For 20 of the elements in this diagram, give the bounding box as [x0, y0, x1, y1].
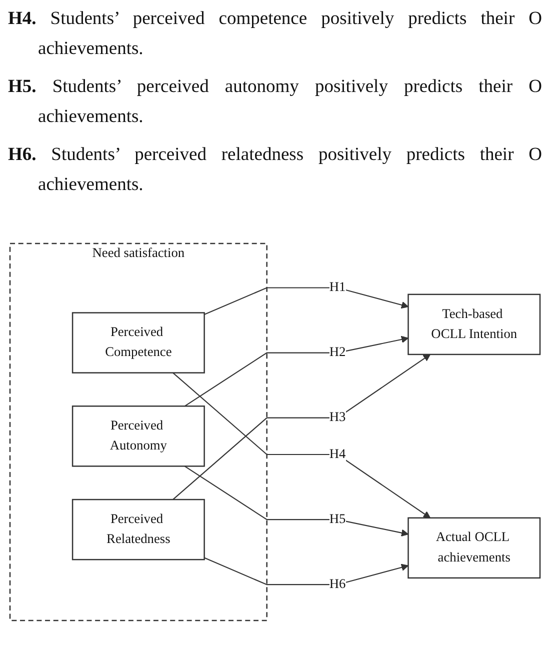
hypothesis-text: H4. Students’ perceived competence positively predicts their O achievements.: [8, 8, 542, 61]
edge-label: H3: [329, 410, 346, 424]
arrow: [184, 466, 409, 536]
hypothesis-text: H5. Students’ perceived autonomy positively predicts their O achievements.: [8, 76, 542, 129]
edge-label: H2: [329, 345, 346, 360]
arrow: [204, 557, 409, 586]
edge-label: H6: [329, 577, 346, 592]
arrow: [172, 372, 431, 518]
node-box: Tech-based OCLL Intention: [408, 294, 541, 356]
arrow: [204, 287, 409, 316]
arrow: [172, 354, 431, 500]
hypothesis-text: H6. Students’ perceived relatedness positively predicts their O achievements.: [8, 144, 542, 197]
node-box: Perceived Autonomy: [72, 406, 205, 467]
edge-label: H5: [329, 512, 346, 526]
edge-label: H4: [329, 447, 346, 462]
edge-label: H1: [329, 280, 346, 294]
node-box: Perceived Competence: [72, 312, 205, 374]
arrow: [184, 336, 409, 407]
node-box: Actual OCLL achievements: [408, 517, 541, 579]
node-box: Perceived Relatedness: [72, 498, 205, 560]
